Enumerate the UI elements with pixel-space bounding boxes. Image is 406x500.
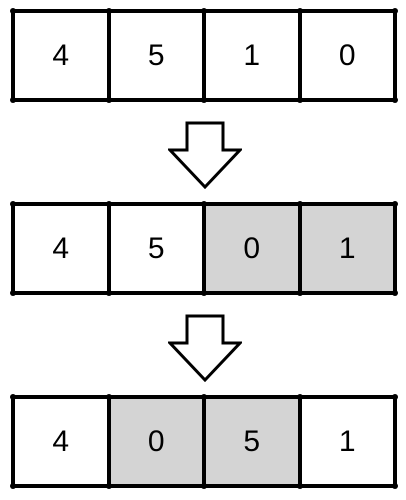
array-row-3: 4 0 5 1 (11, 395, 397, 488)
grid-joint-dot (392, 97, 398, 103)
array-cell: 0 (206, 206, 302, 291)
array-cell: 4 (15, 399, 111, 484)
grid-joint-dot (201, 290, 207, 296)
array-cell: 5 (206, 399, 302, 484)
grid-joint-dot (392, 394, 398, 400)
array-cell: 5 (110, 206, 206, 291)
grid-joint-dot (201, 394, 207, 400)
grid-joint-dot (105, 394, 112, 400)
grid-joint-dot (10, 394, 16, 400)
array-cell: 1 (206, 13, 302, 98)
down-arrow-icon (168, 314, 242, 382)
grid-joint-dot (296, 483, 303, 489)
grid-joint-dot (296, 97, 303, 103)
array-cell: 5 (110, 13, 206, 98)
grid-joint-dot (105, 97, 112, 103)
grid-joint-dot (392, 290, 398, 296)
grid-joint-dot (392, 8, 398, 14)
array-cell: 1 (301, 399, 397, 484)
array-cell: 4 (15, 13, 111, 98)
grid-joint-dot (296, 290, 303, 296)
array-row-1: 4 5 1 0 (11, 9, 397, 102)
down-arrow-icon (168, 121, 242, 189)
array-cell: 0 (110, 399, 206, 484)
grid-joint-dot (392, 483, 398, 489)
grid-joint-dot (201, 8, 207, 14)
grid-joint-dot (10, 201, 16, 207)
grid-joint-dot (105, 290, 112, 296)
grid-joint-dot (392, 201, 398, 207)
array-cell: 1 (301, 206, 397, 291)
grid-joint-dot (201, 201, 207, 207)
grid-joint-dot (105, 201, 112, 207)
grid-joint-dot (201, 483, 207, 489)
grid-joint-dot (10, 483, 16, 489)
grid-joint-dot (296, 201, 303, 207)
array-row-2: 4 5 0 1 (11, 202, 397, 295)
grid-joint-dot (10, 97, 16, 103)
grid-joint-dot (296, 8, 303, 14)
array-cell: 0 (301, 13, 397, 98)
grid-joint-dot (201, 97, 207, 103)
grid-joint-dot (10, 8, 16, 14)
grid-joint-dot (10, 290, 16, 296)
grid-joint-dot (105, 8, 112, 14)
grid-joint-dot (296, 394, 303, 400)
grid-joint-dot (105, 483, 112, 489)
array-cell: 4 (15, 206, 111, 291)
